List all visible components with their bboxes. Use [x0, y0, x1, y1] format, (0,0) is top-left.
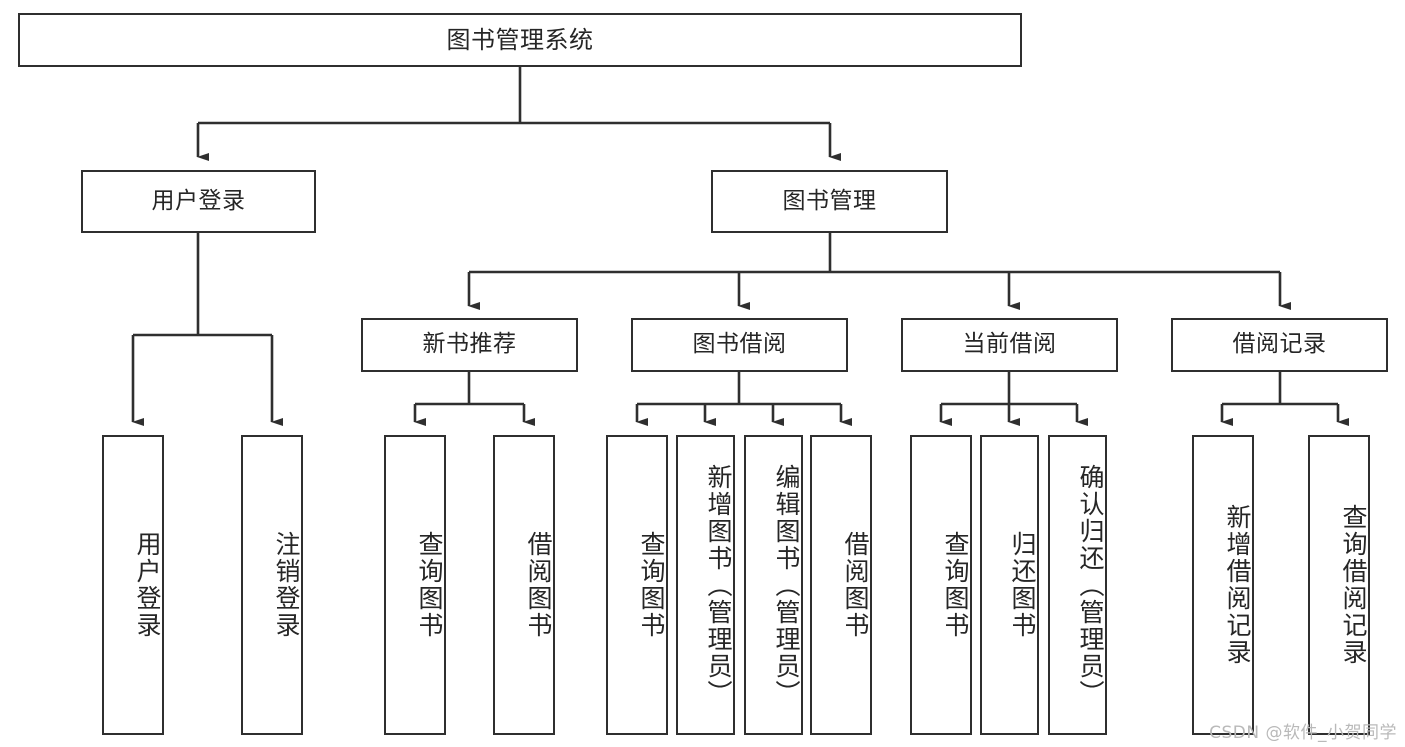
- node-user-login[interactable]: 用户登录: [81, 170, 316, 233]
- node-label: 查询图书: [637, 531, 666, 639]
- leaf-add-borrow-record[interactable]: 新增借阅记录: [1192, 435, 1254, 735]
- node-book-borrow[interactable]: 图书借阅: [631, 318, 848, 372]
- node-label: 借阅记录: [1232, 331, 1327, 358]
- node-book-management[interactable]: 图书管理: [711, 170, 948, 233]
- leaf-query-borrow-record[interactable]: 查询借阅记录: [1308, 435, 1370, 735]
- node-label: 借阅图书: [841, 531, 870, 639]
- node-label: 图书借阅: [692, 331, 787, 358]
- node-root-library-system[interactable]: 图书管理系统: [18, 13, 1022, 67]
- leaf-borrow-book-recommend[interactable]: 借阅图书: [493, 435, 555, 735]
- node-label: 借阅图书: [524, 531, 553, 639]
- node-label: 归还图书: [1008, 531, 1037, 639]
- node-label: 确认归还（管理员）: [1076, 463, 1105, 707]
- node-label: 查询图书: [415, 531, 444, 639]
- node-label: 注销登录: [272, 531, 301, 639]
- node-label: 新增借阅记录: [1223, 504, 1252, 666]
- leaf-edit-book-admin[interactable]: 编辑图书（管理员）: [744, 435, 803, 735]
- node-label: 当前借阅: [962, 331, 1057, 358]
- node-current-borrow[interactable]: 当前借阅: [901, 318, 1118, 372]
- leaf-return-book[interactable]: 归还图书: [980, 435, 1039, 735]
- leaf-add-book-admin[interactable]: 新增图书（管理员）: [676, 435, 735, 735]
- node-label: 新增图书（管理员）: [704, 463, 733, 707]
- leaf-query-book-recommend[interactable]: 查询图书: [384, 435, 446, 735]
- leaf-user-logout[interactable]: 注销登录: [241, 435, 303, 735]
- node-label: 用户登录: [151, 187, 246, 214]
- node-label: 编辑图书（管理员）: [772, 463, 801, 707]
- node-label: 新书推荐: [422, 331, 517, 358]
- leaf-borrow-book[interactable]: 借阅图书: [810, 435, 872, 735]
- node-new-book-recommend[interactable]: 新书推荐: [361, 318, 578, 372]
- node-label: 查询借阅记录: [1339, 504, 1368, 666]
- leaf-query-book-current[interactable]: 查询图书: [910, 435, 972, 735]
- leaf-confirm-return-admin[interactable]: 确认归还（管理员）: [1048, 435, 1107, 735]
- node-label: 查询图书: [941, 531, 970, 639]
- node-label: 图书管理系统: [446, 25, 594, 54]
- node-borrow-record[interactable]: 借阅记录: [1171, 318, 1388, 372]
- csdn-watermark: CSDN @软件_小贺同学: [1209, 723, 1397, 743]
- leaf-query-book-borrow[interactable]: 查询图书: [606, 435, 668, 735]
- leaf-user-login[interactable]: 用户登录: [102, 435, 164, 735]
- node-label: 用户登录: [133, 531, 162, 639]
- node-label: 图书管理: [782, 187, 877, 214]
